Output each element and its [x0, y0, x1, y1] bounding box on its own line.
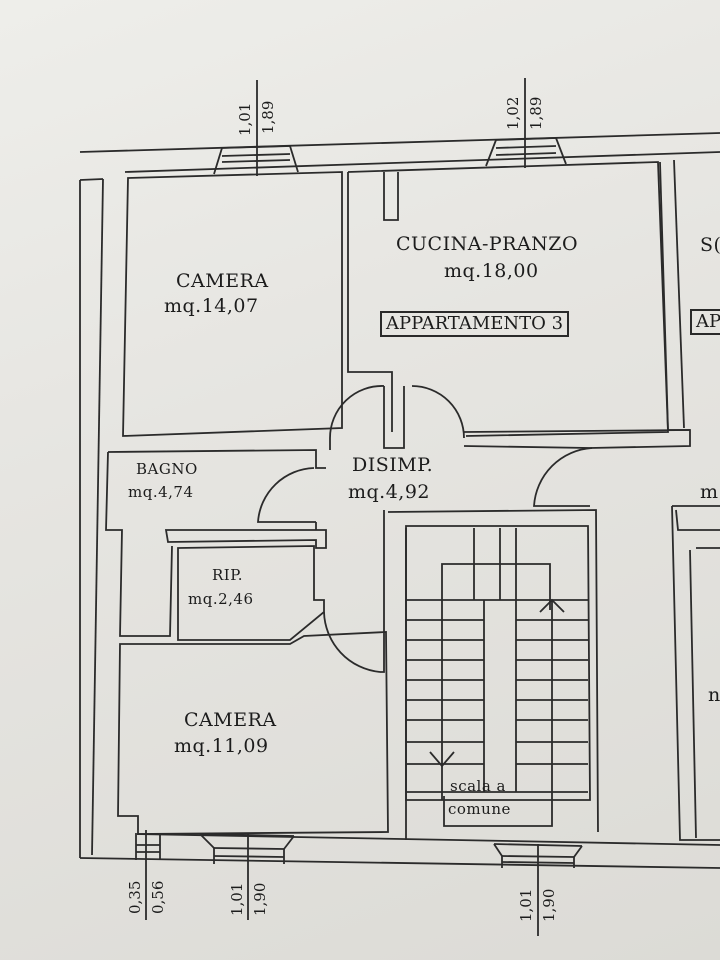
window-bottom-right: [493, 843, 583, 936]
stair-label-line2: comune: [448, 800, 511, 818]
room-label-disimp-area: mq.4,92: [348, 481, 431, 503]
dim-bottom-right-height: 1,90: [540, 888, 558, 922]
dim-top-left-height: 1,89: [259, 100, 277, 134]
room-label-rip-name: RIP.: [212, 566, 244, 584]
window-top-right: [485, 78, 567, 168]
exterior-wall-bottom: [79, 833, 720, 869]
stairwell: [387, 509, 599, 840]
exterior-wall-top: [79, 132, 720, 173]
dim-top-right-height: 1,89: [527, 96, 545, 130]
room-label-bagno-area: mq.4,74: [128, 483, 194, 501]
dim-bottom-left-width: 1,01: [228, 882, 246, 916]
room-camera-2-outline: [117, 631, 389, 835]
dim-bottom-left-height: 1,90: [251, 882, 269, 916]
dim-top-left-width: 1,01: [236, 102, 254, 136]
room-camera-1-outline: [122, 171, 343, 437]
room-label-cucina-area: mq.18,00: [444, 260, 539, 282]
room-label-cucina-name: CUCINA-PRANZO: [396, 233, 579, 255]
room-label-camera-1-name: CAMERA: [176, 270, 269, 292]
room-label-bagno-name: BAGNO: [136, 460, 198, 478]
partial-room-label-right-lower: n: [708, 684, 720, 706]
room-label-camera-1-area: mq.14,07: [164, 295, 259, 317]
partial-room-label-right-mid: m: [700, 481, 719, 503]
exterior-wall-left: [79, 178, 104, 858]
apartment-label-box: APPARTAMENTO 3: [380, 311, 570, 337]
door-arc-right: [533, 447, 593, 507]
window-bottom-left: [199, 833, 295, 920]
dim-bottom-small-height: 0,56: [149, 880, 167, 914]
arrow-up-icon: [539, 598, 565, 613]
dim-top-right-width: 1,02: [504, 96, 522, 130]
window-bottom-small: [135, 830, 161, 920]
dim-bottom-small-width: 0,35: [126, 880, 144, 914]
dim-bottom-right-width: 1,01: [517, 888, 535, 922]
room-label-disimp-name: DISIMP.: [352, 454, 434, 476]
door-arc-rip: [323, 611, 381, 673]
room-rip-outline: [177, 545, 325, 641]
door-arc-bagno: [257, 467, 316, 523]
room-label-camera-2-name: CAMERA: [184, 709, 277, 731]
window-top-left: [213, 80, 299, 176]
room-label-camera-2-area: mq.11,09: [174, 735, 269, 757]
door-arc-cucina: [411, 385, 465, 439]
arrow-down-icon: [429, 751, 455, 768]
partial-room-label-right: S(: [700, 234, 720, 256]
room-bagno-outline: [107, 449, 326, 469]
room-cucina-outline: [347, 161, 669, 437]
apartment-label-partial: AP: [690, 309, 720, 335]
stair-label-line1: scala a: [450, 777, 506, 795]
door-arc-camera-1: [329, 385, 385, 450]
room-label-rip-area: mq.2,46: [188, 590, 254, 608]
